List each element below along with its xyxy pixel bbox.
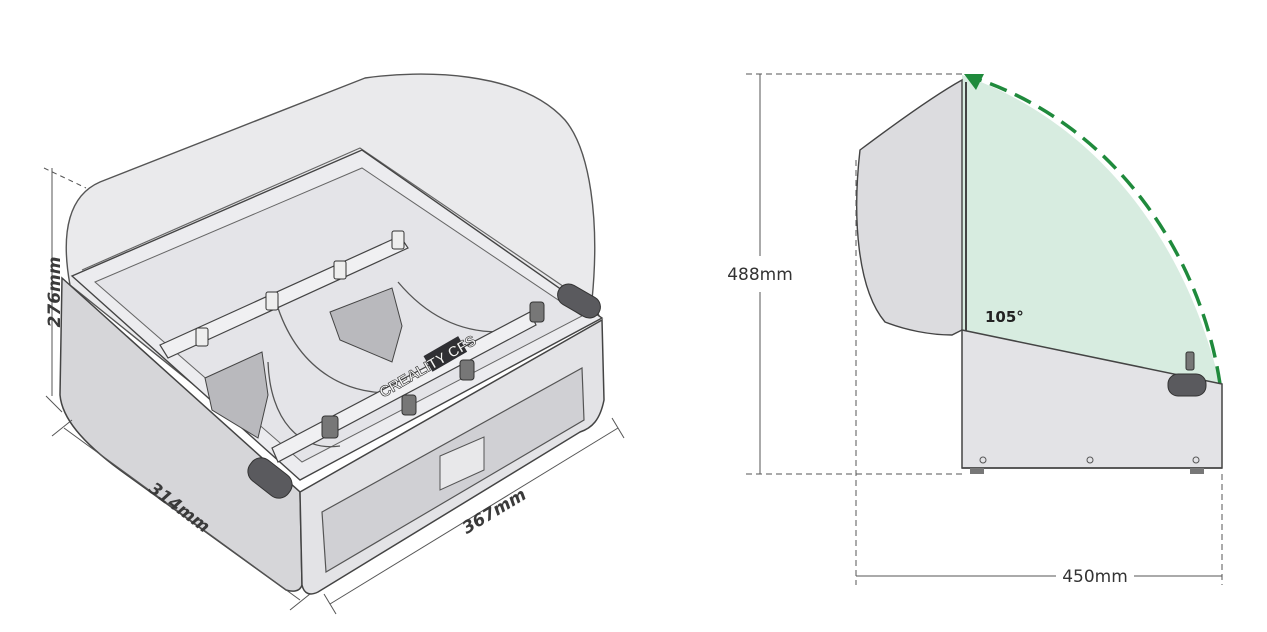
iso-handle-right	[557, 283, 601, 319]
isometric-view: CREALITY CFS 276mm 314mm 367mm	[43, 73, 625, 615]
iso-brand-logo-bg	[423, 336, 468, 372]
iso-spool-well-right	[329, 287, 403, 363]
iso-fitting-3	[459, 359, 475, 381]
iso-base-body	[59, 276, 303, 592]
iso-clip-2	[265, 291, 279, 311]
iso-height-ext-bot	[45, 395, 63, 413]
iso-handle-left	[247, 457, 293, 499]
iso-brand-logo	[423, 336, 468, 372]
side-dimension-lines	[746, 73, 1223, 585]
iso-dimension-lines	[43, 167, 625, 615]
iso-depth-line	[63, 427, 301, 601]
iso-fitting-1	[321, 415, 339, 439]
side-screw-1	[979, 456, 987, 464]
iso-lid-rim	[81, 147, 599, 311]
iso-spool-curve-1	[267, 361, 341, 448]
side-lid-swing-area	[962, 75, 1220, 384]
iso-fitting-4	[529, 301, 545, 323]
side-height-label: 488mm	[727, 265, 793, 285]
side-handle	[1167, 373, 1207, 397]
iso-width-tick-b	[611, 417, 625, 439]
iso-width-tick-a	[323, 593, 337, 615]
side-view: 105° 488mm 450mm	[727, 73, 1223, 587]
iso-clip-1	[195, 327, 209, 347]
side-lid-angle-label: 105°	[985, 308, 1024, 326]
iso-depth-tick-b	[289, 593, 311, 611]
iso-roller-fittings	[195, 230, 545, 439]
side-screw-2	[1086, 456, 1094, 464]
iso-fitting-2	[401, 394, 417, 416]
iso-height-label: 276mm	[45, 257, 65, 328]
side-depth-label: 450mm	[1062, 567, 1128, 587]
side-foot-right	[1190, 468, 1204, 474]
side-open-lid	[856, 78, 963, 336]
iso-width-line	[329, 427, 619, 605]
iso-display	[439, 436, 485, 491]
side-arc-arrowhead	[964, 74, 984, 90]
side-foot-left	[970, 468, 984, 474]
iso-spool-well-left	[204, 351, 269, 439]
iso-clip-4	[391, 230, 405, 250]
side-screw-3	[1192, 456, 1200, 464]
side-lid-swing-arc	[967, 74, 1222, 385]
side-fitting	[1185, 351, 1195, 371]
iso-depth-tick-a	[51, 419, 73, 437]
iso-clip-3	[333, 260, 347, 280]
iso-height-ext-top	[43, 167, 87, 189]
